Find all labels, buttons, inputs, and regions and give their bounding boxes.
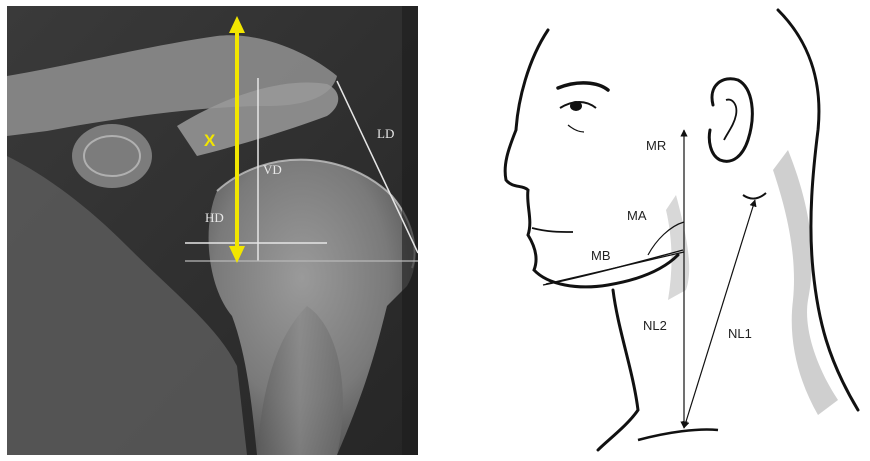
- xray-edge-shadow: [402, 6, 418, 455]
- sketch-svg: MR MA MB NL2 NL1: [488, 0, 870, 461]
- shoulder-xray-image: X LD VD HD: [7, 6, 418, 455]
- nl1-label: NL1: [728, 326, 752, 341]
- vd-label: VD: [263, 162, 282, 177]
- x-marker-label: X: [204, 131, 216, 150]
- mb-label: MB: [591, 248, 611, 263]
- xray-svg: X LD VD HD: [7, 6, 418, 455]
- nl2-label: NL2: [643, 318, 667, 333]
- ld-label: LD: [377, 126, 394, 141]
- mr-label: MR: [646, 138, 666, 153]
- eye-pupil: [570, 101, 582, 111]
- neck-sketch-image: MR MA MB NL2 NL1: [488, 0, 870, 461]
- hd-label: HD: [205, 210, 224, 225]
- ma-label: MA: [627, 208, 647, 223]
